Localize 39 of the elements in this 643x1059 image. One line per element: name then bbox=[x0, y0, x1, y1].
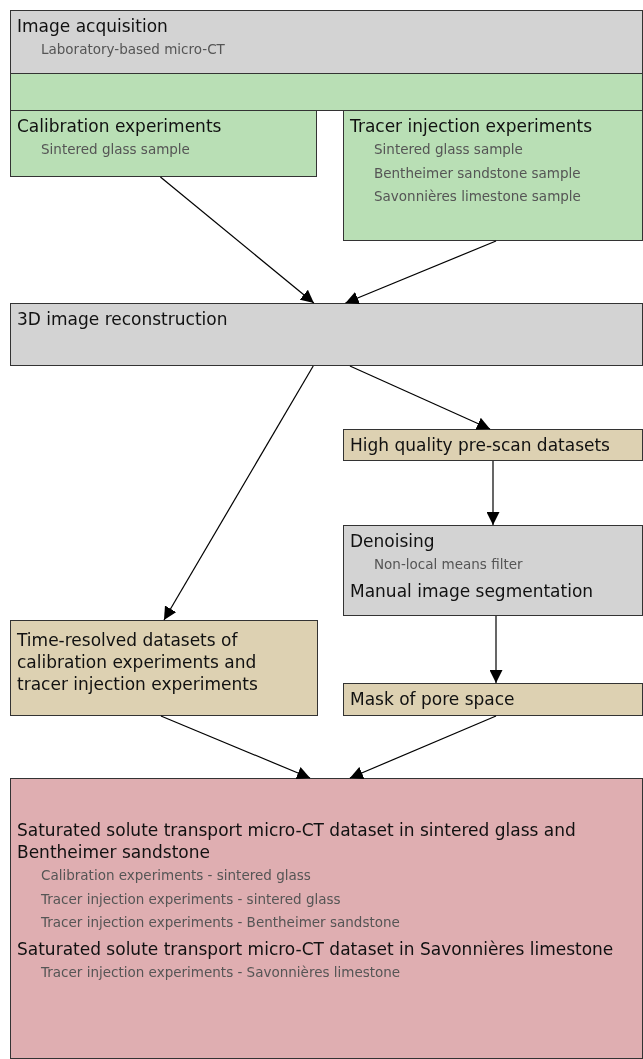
box-detail: Sintered glass sample bbox=[41, 141, 191, 159]
arrow bbox=[486, 460, 500, 526]
box-detail: Sintered glass sample bbox=[374, 141, 524, 159]
data-box bbox=[343, 683, 643, 716]
process-box bbox=[343, 110, 643, 241]
box-detail: Tracer injection experiments - sintered glass bbox=[41, 890, 342, 909]
box-heading: Manual image segmentation bbox=[350, 579, 595, 602]
arrow bbox=[349, 715, 497, 779]
box-detail: Tracer injection experiments - Savonnières limestone bbox=[41, 963, 402, 982]
box-heading: Denoising bbox=[350, 530, 436, 553]
box-heading: High quality pre-scan datasets bbox=[350, 434, 611, 457]
arrow bbox=[349, 365, 491, 430]
arrow bbox=[489, 615, 503, 684]
arrow bbox=[163, 365, 314, 621]
arrow bbox=[160, 715, 311, 779]
box-heading: Image acquisition bbox=[17, 15, 169, 38]
box-heading: 3D image reconstruction bbox=[17, 308, 229, 331]
box-detail: Laboratory-based micro-CT bbox=[41, 41, 226, 59]
header-band bbox=[10, 73, 643, 111]
process-box bbox=[10, 303, 643, 366]
box-detail: Non-local means filter bbox=[374, 556, 524, 574]
box-detail: Bentheimer sandstone sample bbox=[374, 164, 582, 183]
box-detail: Calibration experiments - sintered glass bbox=[41, 867, 312, 885]
process-box bbox=[343, 525, 643, 616]
box-heading: Mask of pore space bbox=[350, 688, 516, 711]
process-box bbox=[10, 110, 317, 177]
arrow bbox=[159, 176, 315, 304]
data-box bbox=[10, 620, 318, 716]
box-detail: Savonnières limestone sample bbox=[374, 188, 582, 206]
process-box bbox=[10, 10, 643, 74]
box-heading: Tracer injection experiments bbox=[350, 115, 593, 138]
box-heading: Time-resolved datasets of calibration experiments and tracer injection experiments bbox=[17, 629, 259, 696]
box-heading: Saturated solute transport micro-CT dataset in Savonnières limestone bbox=[17, 937, 615, 960]
output-box bbox=[10, 778, 643, 1059]
arrow bbox=[344, 240, 497, 305]
data-box bbox=[343, 429, 643, 461]
box-detail: Tracer injection experiments - Bentheimer sandstone bbox=[41, 914, 401, 932]
box-heading: Saturated solute transport micro-CT dataset in sintered glass and Bentheimer sandstone bbox=[17, 819, 577, 864]
box-heading: Calibration experiments bbox=[17, 115, 223, 138]
